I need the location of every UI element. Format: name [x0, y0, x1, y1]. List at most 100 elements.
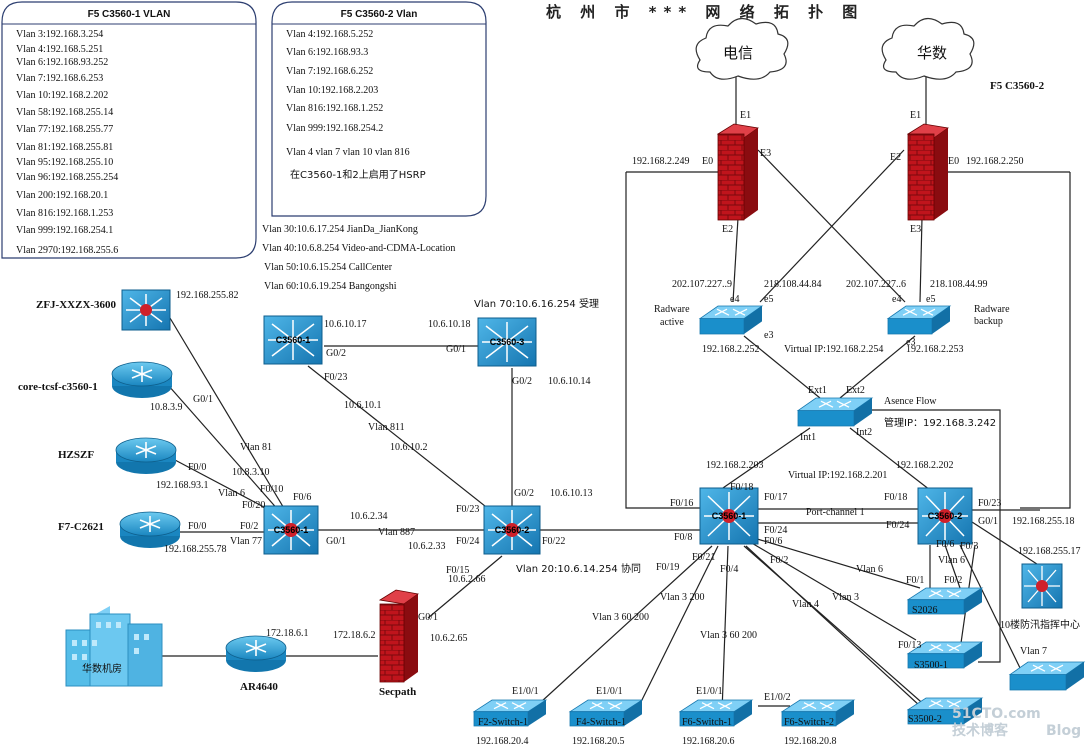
s2026-name: S2026: [912, 605, 938, 616]
label-vlan7: Vlan 7: [1020, 646, 1047, 657]
label-f016: F0/16: [670, 498, 693, 509]
vlan-box-1-line: Vlan 200:192.168.20.1: [16, 190, 108, 201]
label-f02-m: F0/2: [770, 555, 788, 566]
switch-f5-c3560-2: C3560-2: [917, 487, 973, 545]
label-f01: F0/1: [906, 575, 924, 586]
label-g01-lsw: G0/1: [326, 536, 346, 547]
label-ip-93-1: 192.168.93.1: [156, 480, 209, 491]
label-vlan20: Vlan 20:10.6.14.254 协同: [516, 562, 641, 575]
label-e3-l: e3: [764, 330, 773, 341]
s3500-2-name: S3500-2: [908, 714, 942, 725]
label-ip-2-202: 192.168.2.202: [896, 460, 954, 471]
label-g01-left: G0/1: [193, 394, 213, 405]
label-vlan4: Vlan 4: [792, 599, 819, 610]
label-ip-10-6-10-2: 10.6.10.2: [390, 442, 428, 453]
router-hzszf: [115, 437, 177, 474]
label-zfj-ip: 192.168.255.82: [176, 290, 239, 301]
label-virtual-ip-201: Virtual IP:192.168.2.201: [788, 470, 887, 481]
vlan-box-2-line: 在C3560-1和2上启用了HSRP: [290, 168, 426, 181]
label-ip-2-252: 192.168.2.252: [702, 344, 760, 355]
label-ip-20-6: 192.168.20.6: [682, 736, 735, 747]
label-int1: Int1: [800, 432, 816, 443]
f2-switch-name: F2-Switch-1: [478, 717, 528, 728]
label-ip-20-4: 192.168.20.4: [476, 736, 529, 747]
c3560-2-mid-label: C3560-2: [495, 525, 530, 535]
cloud-huashu: 华数: [881, 17, 975, 80]
label-vlan6-left: Vlan 6: [218, 488, 245, 499]
radware-backup-name-1: Radware: [974, 304, 1010, 315]
label-ip-218-84: 218.108.44.84: [764, 279, 822, 290]
label-ip-20-8: 192.168.20.8: [784, 736, 837, 747]
c3560-3-label: C3560-3: [490, 337, 525, 347]
label-vlan81: Vlan 81: [240, 442, 272, 453]
switch-f2: [472, 699, 548, 727]
label-vlan3-60-200-a: Vlan 3 60 200: [592, 612, 649, 623]
label-ip-10-6-10-17: 10.6.10.17: [324, 319, 367, 330]
label-f023-l: F0/23: [324, 372, 347, 383]
label-f024-b: F0/24: [886, 520, 909, 531]
label-g01-c3: G0/1: [446, 344, 466, 355]
flood-center-name: 10楼防汛指挥中心: [1000, 618, 1080, 631]
switch-c3560-2-mid: C3560-2: [483, 505, 541, 555]
cloud-telecom-label: 电信: [723, 44, 753, 62]
label-vlan6-r: Vlan 6: [938, 555, 965, 566]
switch-radware-backup: [886, 305, 952, 335]
vlan-box-1-line: Vlan 816:192.168.1.253: [16, 208, 113, 219]
vlan-box-2-line: Vlan 4 vlan 7 vlan 10 vlan 816: [286, 147, 410, 158]
switch-f6-1: [678, 699, 754, 727]
switch-flood-center: [1021, 563, 1063, 609]
watermark: 51CTO.com 技术博客 Blog: [952, 706, 1081, 739]
vlan-30-label: Vlan 30:10.6.17.254 JianDa_JianKong: [262, 224, 418, 235]
vlan-box-f5-c3560-1: F5 C3560-1 VLAN Vlan 3:192.168.3.254Vlan…: [1, 1, 257, 259]
label-ip-172-18-6-1: 172.18.6.1: [266, 628, 309, 639]
label-f03-r: F0/3: [960, 541, 978, 552]
label-g02-l: G0/2: [326, 348, 346, 359]
building-huashu-room: 华数机房: [65, 606, 163, 687]
f6-switch-1-name: F6-Switch-1: [682, 717, 732, 728]
label-ip-10-6-10-18: 10.6.10.18: [428, 319, 471, 330]
label-ip-202-6: 202.107.227..6: [846, 279, 906, 290]
vlan-box-1-line: Vlan 96:192.168.255.254: [16, 172, 118, 183]
switch-f4: [568, 699, 644, 727]
label-ip-10-6-2-66: 10.6.2.66: [448, 574, 486, 585]
label-vlan887: Vlan 887: [378, 527, 415, 538]
label-e4-r: e4: [892, 294, 901, 305]
label-ip-2-253: 192.168.2.253: [906, 344, 964, 355]
label-vlan3: Vlan 3: [832, 592, 859, 603]
vlan-box-1-title: F5 C3560-1 VLAN: [88, 9, 171, 20]
label-e5-r: e5: [926, 294, 935, 305]
vlan-50-label: Vlan 50:10.6.15.254 CallCenter: [264, 262, 393, 273]
label-ip-20-5: 192.168.20.5: [572, 736, 625, 747]
switch-asence-flow: [796, 397, 874, 427]
links: [162, 76, 1071, 713]
vlan-box-2-line: Vlan 816:192.168.1.252: [286, 103, 383, 114]
label-mgmt-ip: 管理IP：192.168.3.242: [884, 416, 996, 429]
label-e101-c: E1/0/1: [696, 686, 723, 697]
switch-c3560-3: C3560-3: [477, 317, 537, 367]
firewall-huashu: [906, 123, 950, 221]
radware-backup-name-2: backup: [974, 316, 1003, 327]
cloud-huashu-label: 华数: [917, 44, 947, 62]
f5-c3560-2-name: F5 C3560-2: [990, 80, 1045, 92]
label-e2-left: E2: [722, 224, 733, 235]
s3500-1-name: S3500-1: [914, 660, 948, 671]
firewall-telecom: [716, 123, 760, 221]
watermark-blog: Blog: [1046, 723, 1081, 739]
label-e102: E1/0/2: [764, 692, 791, 703]
secpath-name: Secpath: [379, 686, 416, 698]
label-vlan70: Vlan 70:10.6.16.254 受理: [474, 298, 599, 310]
asence-name: Asence Flow: [884, 396, 937, 407]
label-f06-r: F0/6: [936, 539, 954, 550]
switch-s3500-1: [906, 641, 984, 669]
router-core-tcsf: [111, 361, 173, 398]
switch-f5-c3560-1: C3560-1: [699, 487, 759, 545]
label-g02-m: G0/2: [514, 488, 534, 499]
huashu-room-label: 华数机房: [82, 662, 122, 675]
label-e4-l: e4: [730, 294, 739, 305]
vlan-box-2-line: Vlan 7:192.168.6.252: [286, 66, 373, 77]
vlan-box-1-line: Vlan 95:192.168.255.10: [16, 157, 113, 168]
label-port-channel: Port-channel 1: [806, 507, 865, 518]
label-ext2: Ext2: [846, 385, 865, 396]
switch-s2026: [906, 587, 984, 615]
f6-switch-2-name: F6-Switch-2: [784, 717, 834, 728]
